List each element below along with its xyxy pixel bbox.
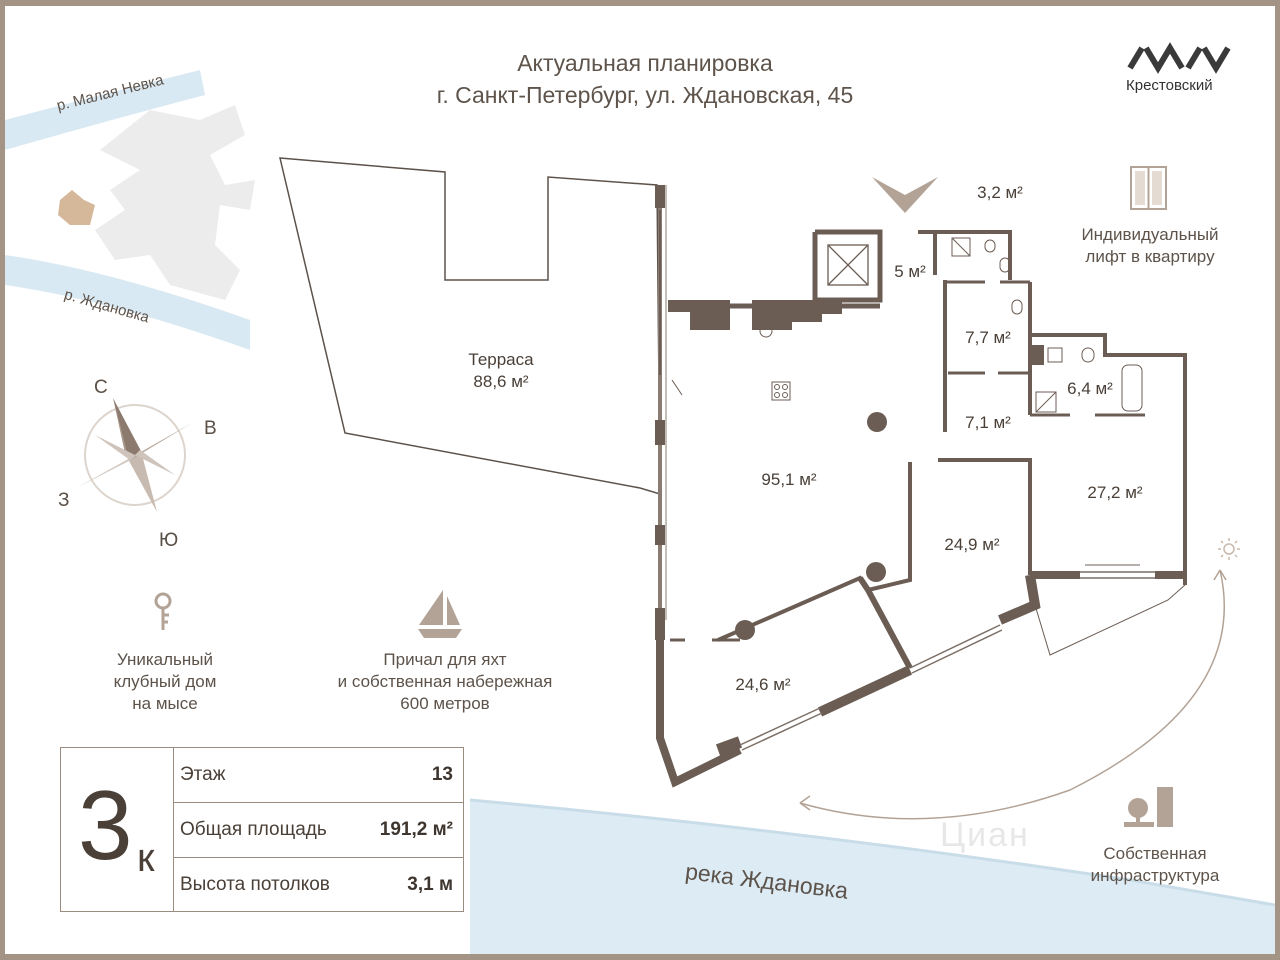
feature-club-line-1: Уникальный: [116, 650, 214, 669]
sun-path-arc: [799, 569, 1225, 820]
moon-icon: [785, 772, 797, 791]
watermark: Циан: [940, 816, 1030, 854]
apartment-type-number: 3: [78, 770, 133, 880]
feature-lift-line-2: лифт в квартиру: [1085, 247, 1215, 266]
feature-infra: Собственная инфраструктура: [1060, 843, 1250, 887]
apartment-type-suffix: к: [137, 836, 155, 880]
feature-yacht: Причал для яхт и собственная набережная …: [305, 649, 585, 715]
river-zhdanovka-bottom: [470, 800, 1275, 954]
entrance-arrow: [872, 177, 938, 213]
sailboat-icon: [418, 590, 462, 638]
room-hall-area: 5 м²: [894, 262, 926, 281]
feature-club: Уникальный клубный дом на мысе: [75, 649, 255, 715]
floor-plan-drawing: [5, 42, 1275, 954]
apartment-type-cell: 3 к: [61, 748, 174, 911]
compass-west: З: [58, 490, 70, 511]
spec-area-label: Общая площадь: [180, 819, 327, 840]
elevator-shaft: [827, 244, 869, 286]
spec-row-area: Общая площадь 191,2 м²: [174, 803, 463, 858]
lift-icon: [1130, 166, 1167, 210]
river-malaya-nevka: [5, 70, 205, 150]
feature-club-line-3: на мысе: [132, 694, 198, 713]
spec-height-value: 3,1 м: [407, 874, 453, 895]
floor-plan-page: Актуальная планировка г. Санкт-Петербург…: [5, 6, 1275, 954]
spec-row-floor: Этаж 13: [174, 748, 463, 803]
room-77-area: 7,7 м²: [965, 328, 1011, 347]
room-246-area: 24,6 м²: [735, 675, 791, 694]
feature-lift: Индивидуальный лифт в квартиру: [1045, 224, 1255, 268]
logo-text: Крестовский: [1126, 77, 1213, 94]
river-zhdanovka-top: [5, 255, 250, 350]
spec-floor-label: Этаж: [180, 764, 226, 785]
room-272-area: 27,2 м²: [1087, 483, 1143, 502]
feature-infra-line-2: инфраструктура: [1090, 866, 1220, 885]
key-icon: [154, 592, 172, 630]
cooktop-icon: [771, 381, 791, 401]
spec-floor-value: 13: [431, 764, 453, 785]
compass-rose: [78, 398, 192, 512]
building-marker: [58, 190, 95, 225]
feature-yacht-line-3: 600 метров: [400, 694, 490, 713]
header-line-1: Актуальная планировка: [517, 50, 773, 76]
compass-south: Ю: [159, 530, 179, 551]
room-living-area: 95,1 м²: [761, 470, 817, 489]
terrace-outline: [279, 157, 661, 496]
feature-lift-line-1: Индивидуальный: [1081, 225, 1219, 244]
spec-table: 3 к Этаж 13 Общая площадь 191,2 м² Высот…: [60, 747, 464, 912]
terrace-area: 88,6 м²: [473, 372, 529, 391]
infrastructure-icon: [1124, 787, 1173, 827]
spec-height-label: Высота потолков: [180, 874, 330, 895]
feature-club-line-2: клубный дом: [113, 672, 217, 691]
feature-infra-line-1: Собственная: [1103, 844, 1207, 863]
header-line-2: г. Санкт-Петербург, ул. Ждановская, 45: [436, 82, 854, 108]
feature-yacht-line-1: Причал для яхт: [383, 650, 507, 669]
spec-row-height: Высота потолков 3,1 м: [174, 858, 463, 912]
room-249-area: 24,9 м²: [944, 535, 1000, 554]
compass-east: В: [204, 418, 217, 439]
room-wc-area: 3,2 м²: [977, 183, 1023, 202]
sun-icon: [1218, 538, 1240, 560]
room-71-area: 7,1 м²: [965, 413, 1011, 432]
terrace-label: Терраса 88,6 м²: [436, 349, 566, 393]
spec-area-value: 191,2 м²: [379, 819, 453, 840]
feature-yacht-line-2: и собственная набережная: [337, 672, 553, 691]
room-bath-area: 6,4 м²: [1067, 379, 1113, 398]
sanitary-fixtures: [759, 237, 1143, 413]
iak-logo-icon: [1127, 42, 1231, 74]
building-silhouette: [95, 105, 255, 300]
compass-north: С: [94, 377, 108, 398]
terrace-name: Терраса: [468, 350, 534, 369]
